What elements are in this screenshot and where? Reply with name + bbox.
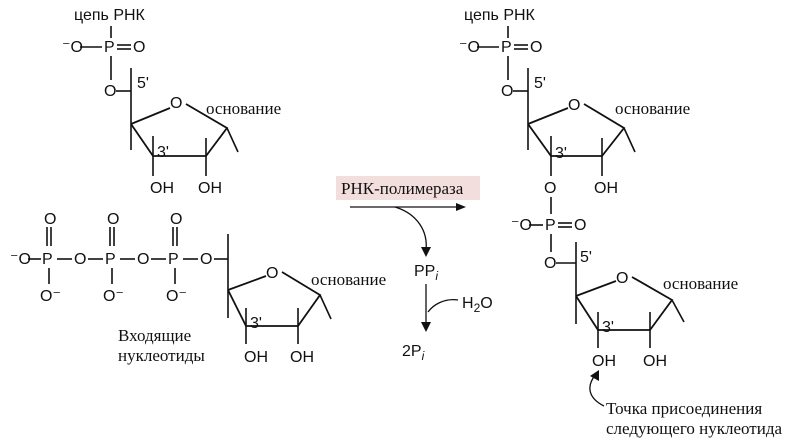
ester-oxygen-incoming: O xyxy=(200,251,212,268)
new-phosphate-oxygen-minus: ⁻O xyxy=(511,217,532,234)
terminal-oxygen-minus: ⁻O xyxy=(10,251,31,268)
phosphorus-gamma: P xyxy=(42,251,53,268)
hydroxyl-3-prime-incoming: OH xyxy=(244,349,268,366)
ring-oxygen: O xyxy=(170,95,182,112)
rna-chain-label-right: цепь РНК xyxy=(464,7,536,24)
phosphate-oxygen-minus-right: ⁻O xyxy=(459,39,480,56)
beta-oxygen-minus: O⁻ xyxy=(103,288,124,305)
right-rna-chain: цепь РНК ⁻O P O O 5' O основание 3' OH O… xyxy=(459,7,782,438)
attachment-point-line2: следующего нуклеотида xyxy=(606,419,782,438)
new-phosphorus: P xyxy=(545,217,556,234)
bridge-oxygen-1: O xyxy=(74,251,86,268)
base-label: основание xyxy=(206,99,281,118)
attachment-arrowhead xyxy=(590,370,599,381)
phosphodiester-oxygen-3-prime: O xyxy=(544,180,556,197)
enzyme-highlight xyxy=(336,176,480,200)
pp-branch-arrow xyxy=(394,206,427,251)
carbon-3-prime: 3' xyxy=(157,144,169,161)
attachment-point-line1: Точка присоединения xyxy=(606,399,762,418)
hydroxyl-2-prime-incoming: OH xyxy=(290,349,314,366)
rna-chain-label: цепь РНК xyxy=(74,7,146,24)
alpha-double-oxygen: O xyxy=(170,211,182,228)
base-label-incoming: основание xyxy=(311,270,386,289)
hydrolysis-arrowhead xyxy=(421,322,431,332)
phosphorus-beta: P xyxy=(105,251,116,268)
incoming-nucleotide-triphosphate: ⁻O P O O⁻ O P O O⁻ O P O O⁻ O O ос xyxy=(10,211,386,366)
ester-oxygen-right: O xyxy=(501,83,513,100)
water-arrow xyxy=(427,299,459,313)
carbon-3-prime-right: 3' xyxy=(555,145,567,162)
orthophosphate: 2Pi xyxy=(402,343,425,363)
new-ester-oxygen: O xyxy=(544,255,556,272)
new-carbon-5-prime: 5' xyxy=(580,249,592,266)
reaction-center: РНК-полимераза PPi H2O 2Pi xyxy=(336,176,493,363)
new-hydroxyl-3-prime: OH xyxy=(592,353,616,370)
carbon-3-prime-incoming: 3' xyxy=(250,315,262,332)
phosphorus-alpha: P xyxy=(168,251,179,268)
main-arrowhead xyxy=(456,203,466,211)
gamma-oxygen-minus: O⁻ xyxy=(40,288,61,305)
new-carbon-3-prime: 3' xyxy=(602,319,614,336)
phosphate-oxygen-minus: ⁻O xyxy=(62,39,83,56)
alpha-oxygen-minus: O⁻ xyxy=(166,288,187,305)
base-label-right: основание xyxy=(615,99,690,118)
ring-oxygen-incoming: O xyxy=(266,265,278,282)
left-rna-chain-nucleotide: цепь РНК ⁻O P O O 5' O основание 3' OH O… xyxy=(62,7,281,197)
beta-double-oxygen: O xyxy=(107,211,119,228)
carbon-5-prime-right: 5' xyxy=(534,75,546,92)
ester-oxygen: O xyxy=(104,83,116,100)
ring-oxygen-right: O xyxy=(568,97,580,114)
pp-arrowhead xyxy=(421,247,431,257)
incoming-nucleotides-line1: Входящие xyxy=(118,326,191,345)
water: H2O xyxy=(462,295,493,315)
hydroxyl-2-prime: OH xyxy=(198,180,222,197)
new-phosphate-double-oxygen: O xyxy=(574,217,586,234)
new-hydroxyl-2-prime: OH xyxy=(643,353,667,370)
new-base-label: основание xyxy=(663,274,738,293)
phosphorus: P xyxy=(104,39,115,56)
phosphate-double-oxygen-right: O xyxy=(530,39,542,56)
gamma-double-oxygen: O xyxy=(44,211,56,228)
hydroxyl-2-prime-right: OH xyxy=(594,180,618,197)
bridge-oxygen-2: O xyxy=(137,251,149,268)
phosphorus-right: P xyxy=(501,39,512,56)
hydroxyl-3-prime: OH xyxy=(150,180,174,197)
phosphate-double-oxygen: O xyxy=(133,39,145,56)
new-ring-oxygen: O xyxy=(616,270,628,287)
pyrophosphate: PPi xyxy=(414,263,438,283)
enzyme-label: РНК-полимераза xyxy=(341,179,464,198)
carbon-5-prime: 5' xyxy=(137,75,149,92)
incoming-nucleotides-line2: нуклеотиды xyxy=(118,346,205,365)
